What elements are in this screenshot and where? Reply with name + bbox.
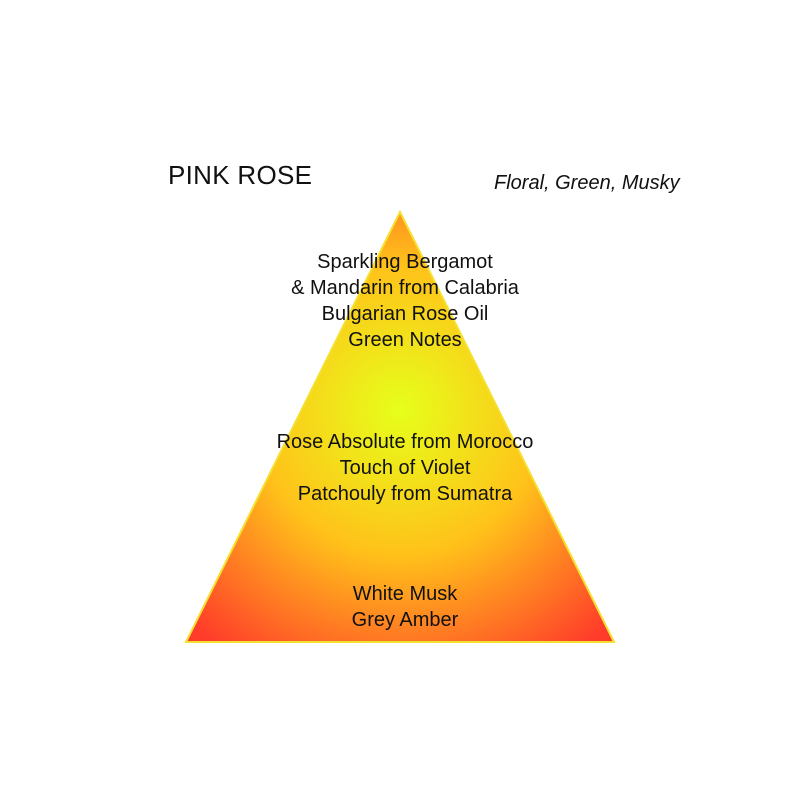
base-notes: White Musk Grey Amber [200,581,610,633]
top-note: & Mandarin from Calabria [291,277,519,299]
scent-family: Floral, Green, Musky [494,172,680,194]
base-note: White Musk [352,583,458,605]
heart-note: Touch of Violet [339,457,471,479]
top-note: Sparkling Bergamot [317,251,493,273]
heart-notes: Rose Absolute from Morocco Touch of Viol… [200,429,610,507]
pyramid-triangle [184,209,616,643]
base-note: Grey Amber [351,609,459,631]
top-notes: Sparkling Bergamot & Mandarin from Calab… [200,249,610,353]
top-note: Green Notes [348,329,462,351]
page-title: PINK ROSE [168,160,313,190]
top-note: Bulgarian Rose Oil [321,303,489,325]
heart-note: Rose Absolute from Morocco [276,431,534,453]
heart-note: Patchouly from Sumatra [297,483,513,505]
